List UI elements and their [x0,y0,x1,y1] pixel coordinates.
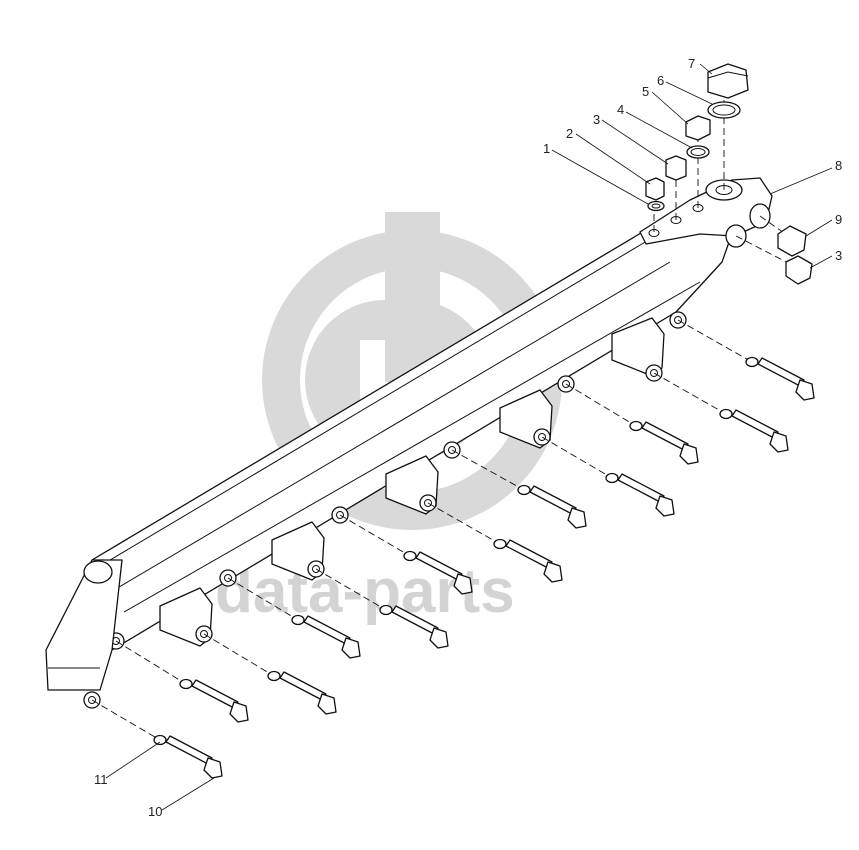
washer-small [647,200,665,212]
callout-1: 1 [543,141,550,156]
seal-ring-medium [686,145,710,159]
callout-10: 10 [148,804,162,819]
bolts [153,356,815,779]
leader-lines [105,63,833,811]
callout-3-side: 3 [835,248,842,263]
callout-3-top: 3 [593,112,600,127]
top-fittings [645,63,813,285]
plug-side-lower [785,255,813,285]
bolt-11 [179,678,249,723]
bolt-4 [605,472,675,517]
callout-7: 7 [688,56,695,71]
plug-medium [685,115,711,141]
callout-2: 2 [566,126,573,141]
bolt-10 [267,670,337,715]
plug-side-upper [777,225,807,257]
seal-ring-large [707,101,741,119]
bolt-6 [493,538,563,583]
bolt-3 [629,420,699,465]
centerlines [91,100,799,741]
callout-9: 9 [835,212,842,227]
bolt-9 [291,614,361,659]
callout-labels: 1 2 3 4 5 6 7 8 9 3 11 10 [94,56,842,819]
plug-large [707,63,749,99]
callout-4: 4 [617,102,624,117]
plug-small [665,155,687,181]
bolt-8 [379,604,449,649]
bolt-7 [403,550,473,595]
bolt-1 [745,356,815,401]
callout-8: 8 [835,158,842,173]
bolt-5 [517,484,587,529]
bolt-12 [153,734,223,779]
callout-6: 6 [657,73,664,88]
plug-tiny [645,177,665,201]
callout-11: 11 [94,772,108,787]
callout-5: 5 [642,84,649,99]
bolt-2 [719,408,789,453]
manifold-rail [45,177,773,709]
